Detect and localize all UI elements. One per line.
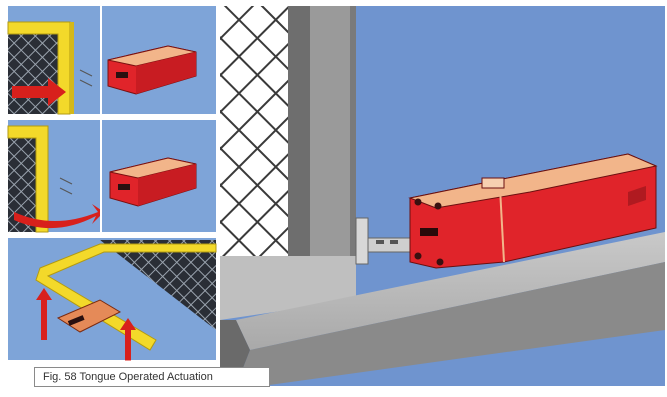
figure-caption: Fig. 58 Tongue Operated Actuation	[34, 367, 270, 387]
step-2-switch-closeup-inset	[101, 6, 216, 114]
step-3-guard-opening-inset	[8, 120, 104, 232]
main-view	[220, 6, 665, 386]
step-5-tongue-actuation-inset	[8, 238, 216, 362]
step-4-switch-closeup-inset	[101, 120, 216, 232]
step-1-guard-closed-inset	[8, 6, 100, 114]
